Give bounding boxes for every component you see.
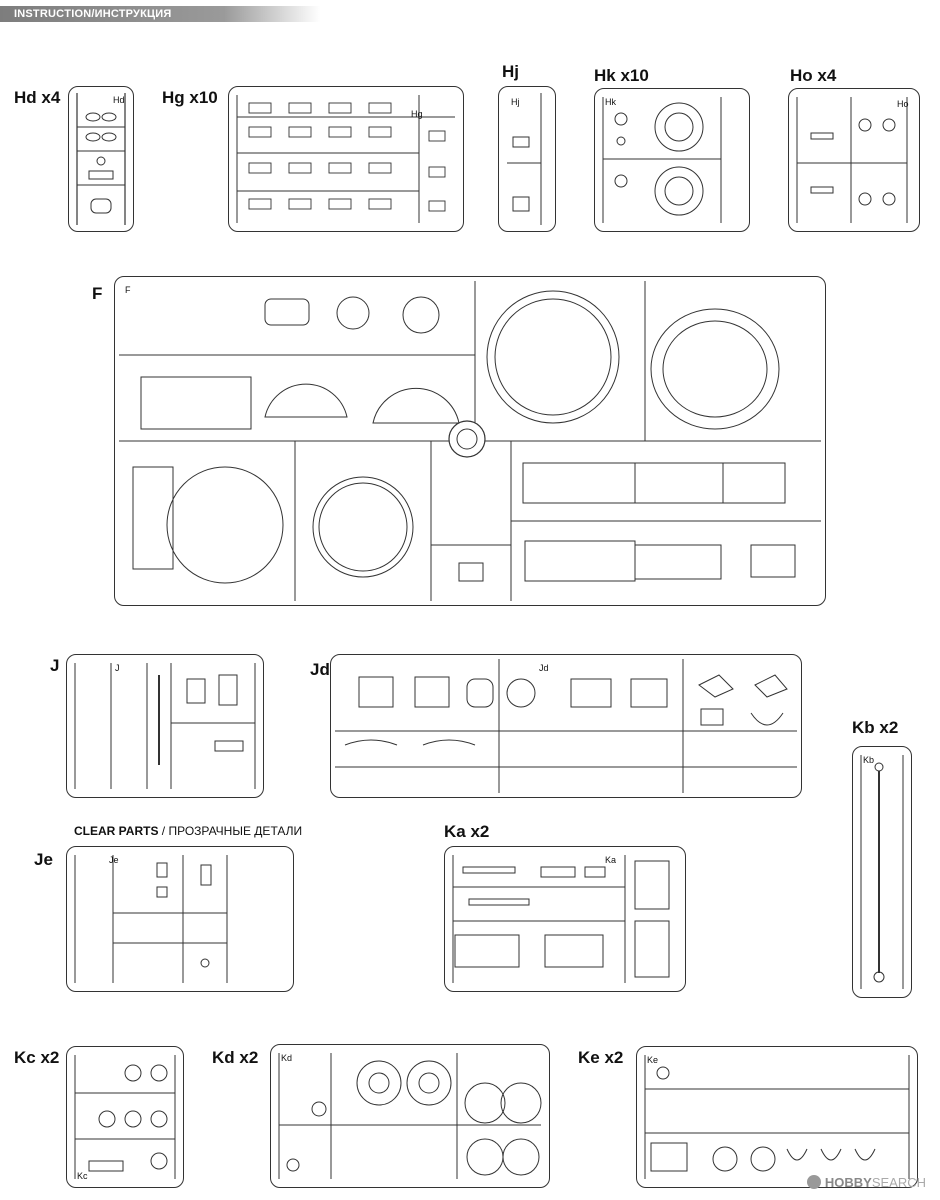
sprue-kd: Kd — [270, 1044, 550, 1188]
sprue-ho-diagram — [796, 97, 908, 223]
header-bar: INSTRUCTION/ИНСТРУКЦИЯ — [0, 0, 940, 24]
sprue-tag-j: J — [115, 663, 120, 673]
sprue-j-diagram — [74, 663, 256, 789]
sprue-kb-diagram — [860, 755, 904, 989]
sprue-hd: Hd — [68, 86, 134, 232]
sprue-tag-hk: Hk — [605, 97, 616, 107]
sprue-hj: Hj — [498, 86, 556, 232]
sprue-tag-kc: Kc — [77, 1171, 88, 1181]
hobby-search-watermark: HOBBYSEARCH — [806, 1175, 926, 1190]
sprue-label-kb: Kb x2 — [852, 718, 899, 737]
sprue-label-kc: Kc x2 — [14, 1048, 60, 1067]
header-tab — [0, 6, 320, 22]
sprue-tag-je: Je — [109, 855, 119, 865]
sprue-label-hj: Hj — [502, 62, 519, 81]
sprue-label-hk: Hk x10 — [594, 66, 649, 85]
sprue-tag-ho: Ho — [897, 99, 909, 109]
sprue-label-je: Je — [34, 850, 53, 869]
sprue-tag-hj: Hj — [511, 97, 520, 107]
sprue-kc-diagram — [74, 1055, 176, 1179]
sprue-je: Je — [66, 846, 294, 992]
sprue-ke: Ke — [636, 1046, 918, 1188]
sprue-label-jd: Jd — [310, 660, 330, 679]
sprue-ka: Ka — [444, 846, 686, 992]
sprue-f-diagram — [119, 281, 821, 601]
sprue-label-j: J — [50, 656, 60, 675]
sprue-ho: Ho — [788, 88, 920, 232]
sprue-je-diagram — [74, 855, 228, 983]
sprue-tag-jd: Jd — [539, 663, 549, 673]
watermark-brand: HOBBY — [824, 1175, 872, 1190]
sprue-jd: Jd — [330, 654, 802, 798]
sprue-ke-diagram — [644, 1055, 910, 1179]
clear-parts-label: CLEAR PARTS / ПРОЗРАЧНЫЕ ДЕТАЛИ — [74, 824, 302, 838]
sprue-label-ka: Ka x2 — [444, 822, 490, 841]
sprue-hk: Hk — [594, 88, 750, 232]
sprue-label-kd: Kd x2 — [212, 1048, 259, 1067]
clear-parts-en: CLEAR PARTS — [74, 824, 159, 838]
hobby-search-logo-icon — [806, 1175, 821, 1189]
sprue-kc: Kc — [66, 1046, 184, 1188]
sprue-tag-ke: Ke — [647, 1055, 659, 1065]
sprue-hj-diagram — [507, 93, 542, 225]
sprue-kb: Kb — [852, 746, 912, 998]
sprue-hk-diagram — [602, 97, 722, 223]
sprue-label-f: F — [92, 284, 103, 303]
sprue-label-ho: Ho x4 — [790, 66, 837, 85]
clear-parts-sep: / — [158, 824, 169, 838]
sprue-tag-hd: Hd — [113, 95, 125, 105]
sprue-tag-kb: Kb — [863, 755, 875, 765]
sprue-tag-f: F — [125, 285, 131, 295]
sprue-ka-diagram — [452, 855, 670, 983]
sprue-tag-hg: Hg — [411, 109, 423, 119]
sprue-jd-diagram — [335, 659, 797, 793]
sprue-f: F — [114, 276, 826, 606]
clear-parts-ru: ПРОЗРАЧНЫЕ ДЕТАЛИ — [168, 824, 303, 838]
sprue-label-hd: Hd x4 — [14, 88, 61, 107]
sprue-hd-diagram — [76, 93, 126, 225]
sprue-tag-kd: Kd — [281, 1053, 293, 1063]
sprue-kd-diagram — [278, 1053, 542, 1179]
sprue-label-hg: Hg x10 — [162, 88, 218, 107]
watermark-suffix: SEARCH — [871, 1175, 926, 1190]
sprue-hg: Hg — [228, 86, 464, 232]
sprue-label-ke: Ke x2 — [578, 1048, 624, 1067]
sprue-j: J — [66, 654, 264, 798]
sprue-tag-ka: Ka — [605, 855, 617, 865]
sprue-hg-diagram — [236, 95, 455, 223]
header-title: INSTRUCTION/ИНСТРУКЦИЯ — [14, 8, 172, 20]
